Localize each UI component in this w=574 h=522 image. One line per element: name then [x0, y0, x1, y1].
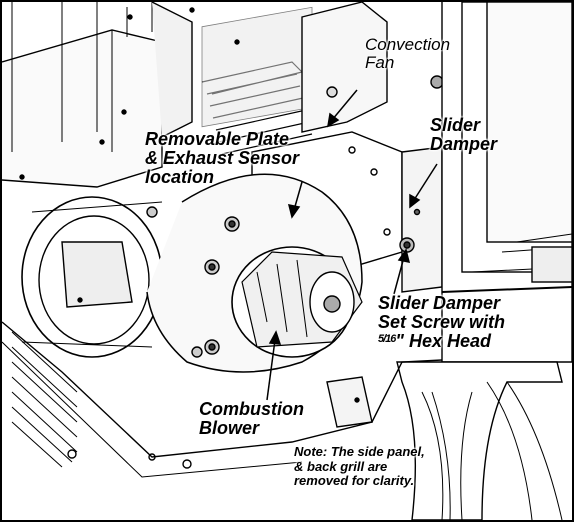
- slider-damper-line1: Slider: [430, 115, 481, 135]
- note-line1: Note: The side panel,: [294, 444, 425, 459]
- note-line3: removed for clarity.: [294, 473, 415, 489]
- slider-damper-panel: [401, 146, 443, 293]
- top-bracket: [151, 2, 193, 138]
- slider-damper-screw-line1: Slider Damper: [378, 293, 501, 313]
- combustion-blower-line1: Combustion: [199, 399, 304, 419]
- removable-plate-line3: location: [145, 166, 215, 187]
- combustion-blower-line2: Blower: [199, 417, 260, 438]
- clarity-note: Note: The side panel, & back grill are r…: [294, 444, 425, 489]
- hex-head-fraction: 5/16: [378, 332, 396, 345]
- louvres: [11, 331, 78, 468]
- slider-damper-screw-line2: Set Screw with: [378, 311, 506, 332]
- motor-shaft: [323, 295, 341, 313]
- leader-arrows: [266, 89, 438, 401]
- slider-damper-screw-line3: 5/16" Hex Head: [378, 330, 505, 351]
- slider-damper-label: Slider Damper: [430, 116, 497, 154]
- convection-fan-line2: Fan: [365, 52, 395, 72]
- convection-fan-line1: Convection: [365, 35, 451, 54]
- removable-plate-line2: & Exhaust Sensor: [145, 147, 300, 168]
- convection-fan-label: Convection Fan: [365, 36, 450, 72]
- base-tray: [2, 321, 443, 458]
- slider-damper-screw-label: Slider Damper Set Screw with 5/16" Hex H…: [378, 294, 505, 351]
- slider-damper-line2: Damper: [430, 133, 498, 154]
- removable-plate-line1: Removable Plate: [145, 129, 290, 149]
- hex-head-text: " Hex Head: [395, 330, 491, 351]
- combustion-blower-label: Combustion Blower: [199, 400, 304, 438]
- convection-fan-housing: [301, 2, 388, 133]
- upper-left-cabinet: [2, 29, 163, 188]
- note-line2: & back grill are: [294, 458, 388, 474]
- removable-plate-label: Removable Plate & Exhaust Sensor locatio…: [145, 130, 299, 187]
- decorative-leg: [396, 361, 563, 520]
